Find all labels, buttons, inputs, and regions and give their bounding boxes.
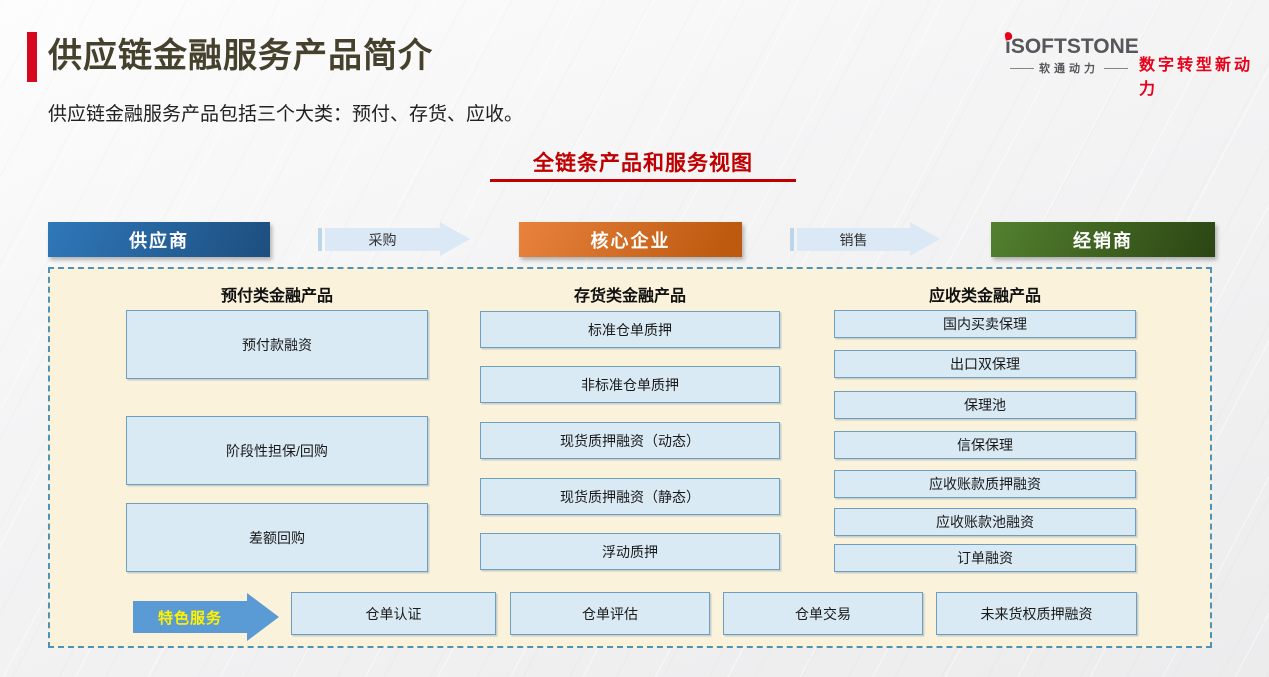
sales-arrow-icon: 销售 bbox=[790, 222, 940, 257]
logo-cn-row: 软通动力 bbox=[1005, 60, 1133, 76]
column-header-inventory: 存货类金融产品 bbox=[573, 288, 686, 305]
arrow-bevel bbox=[318, 228, 322, 251]
product-box: 保理池 bbox=[834, 391, 1136, 419]
arrow-bevel bbox=[790, 228, 794, 251]
flow-node-supplier: 供应商 bbox=[48, 222, 270, 257]
logo-brand-text: iSOFTSTONE bbox=[1005, 35, 1139, 58]
sales-arrow-label: 销售 bbox=[797, 228, 910, 251]
product-box: 浮动质押 bbox=[480, 533, 780, 570]
purchase-arrow-label: 采购 bbox=[325, 228, 440, 251]
product-box: 国内买卖保理 bbox=[834, 310, 1136, 338]
logo-left-line bbox=[1010, 67, 1034, 69]
product-box: 预付款融资 bbox=[126, 310, 428, 379]
column-header-prepaid: 预付类金融产品 bbox=[220, 288, 333, 305]
product-box: 现货质押融资（静态） bbox=[480, 478, 780, 515]
logo-tagline: 数字转型新动力 bbox=[1139, 57, 1254, 98]
flow-node-core-enterprise: 核心企业 bbox=[519, 222, 742, 257]
special-service-box: 未来货权质押融资 bbox=[936, 592, 1137, 635]
flow-node-dealer: 经销商 bbox=[991, 222, 1215, 257]
product-box: 出口双保理 bbox=[834, 350, 1136, 378]
special-services-label: 特色服务 bbox=[133, 601, 247, 633]
product-box: 标准仓单质押 bbox=[480, 311, 780, 348]
intro-text: 供应链金融服务产品包括三个大类：预付、存货、应收。 bbox=[48, 104, 524, 125]
page-title: 供应链金融服务产品简介 bbox=[48, 37, 433, 75]
arrow-head bbox=[247, 593, 279, 641]
product-box: 应收账款质押融资 bbox=[834, 470, 1136, 498]
special-services-arrow-icon: 特色服务 bbox=[133, 593, 279, 641]
product-box: 应收账款池融资 bbox=[834, 508, 1136, 536]
logo-right-line bbox=[1104, 67, 1128, 69]
product-panel: 预付类金融产品 存货类金融产品 应收类金融产品 预付款融资 阶段性担保/回购 差… bbox=[48, 267, 1212, 648]
column-header-receivable: 应收类金融产品 bbox=[928, 288, 1041, 305]
product-box: 现货质押融资（动态） bbox=[480, 422, 780, 459]
product-box: 阶段性担保/回购 bbox=[126, 416, 428, 485]
arrow-head bbox=[440, 222, 470, 256]
special-service-box: 仓单交易 bbox=[723, 592, 923, 635]
product-box: 差额回购 bbox=[126, 503, 428, 572]
section-title-underline bbox=[490, 179, 796, 182]
logo-brand: iSOFTSTONE bbox=[1004, 31, 1139, 57]
special-service-box: 仓单认证 bbox=[291, 592, 496, 635]
purchase-arrow-icon: 采购 bbox=[318, 222, 470, 257]
section-title: 全链条产品和服务视图 bbox=[533, 152, 753, 175]
product-box: 订单融资 bbox=[834, 544, 1136, 572]
title-accent-bar bbox=[27, 32, 37, 82]
product-box: 信保保理 bbox=[834, 431, 1136, 459]
special-service-box: 仓单评估 bbox=[510, 592, 710, 635]
isoftstone-logo: iSOFTSTONE 软通动力 bbox=[1004, 31, 1139, 76]
logo-cn-text: 软通动力 bbox=[1039, 63, 1099, 75]
product-box: 非标准仓单质押 bbox=[480, 366, 780, 403]
arrow-head bbox=[910, 222, 940, 256]
